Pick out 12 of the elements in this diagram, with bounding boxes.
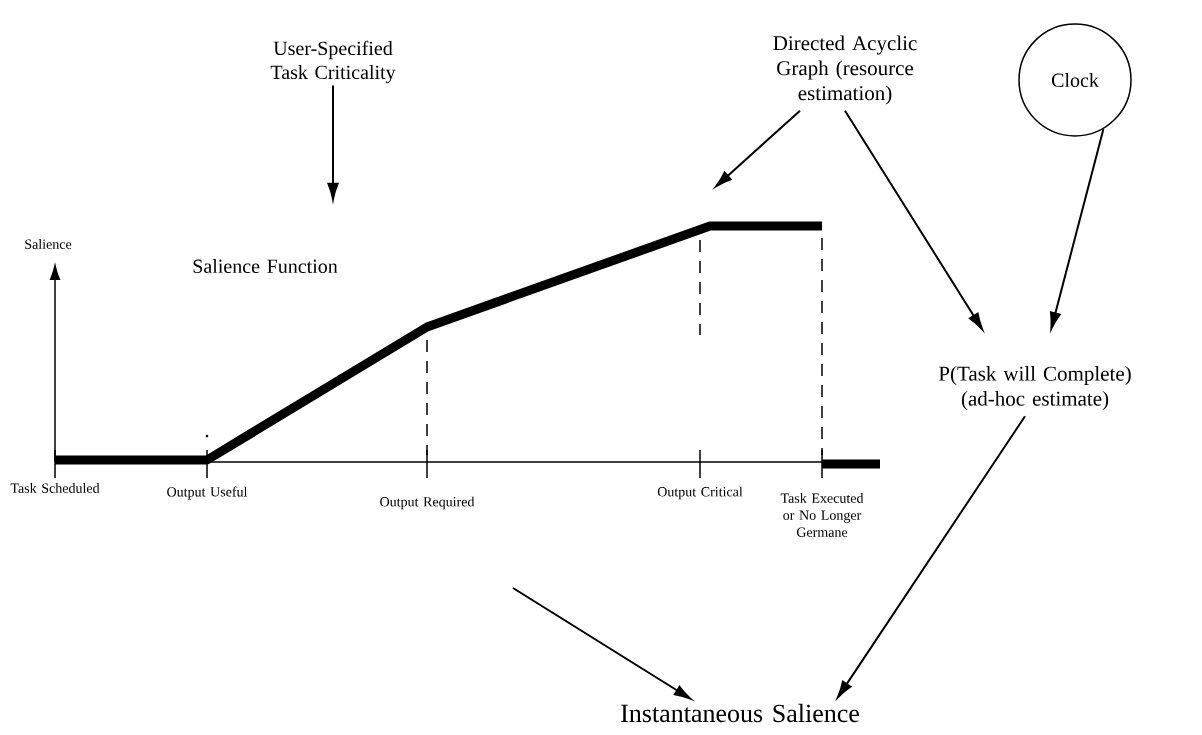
node-label: User-Specified Task Criticality [270,40,396,84]
node-label: Salience Function [193,258,338,273]
tick-label: Output Critical [657,486,743,500]
node-label: Directed Acyclic Graph (resource estimation) [773,35,917,105]
arrow [512,587,692,700]
tick-label: Output Useful [167,486,248,500]
tick-label: Task Scheduled [10,483,100,493]
heading: Instantaneous Salience [621,703,859,723]
node-label: P(Task will Complete) (ad-hoc estimate) [938,365,1131,410]
tick-label: Output Required [380,496,475,510]
arrow [844,109,984,331]
axis-label: Salience [25,239,72,249]
